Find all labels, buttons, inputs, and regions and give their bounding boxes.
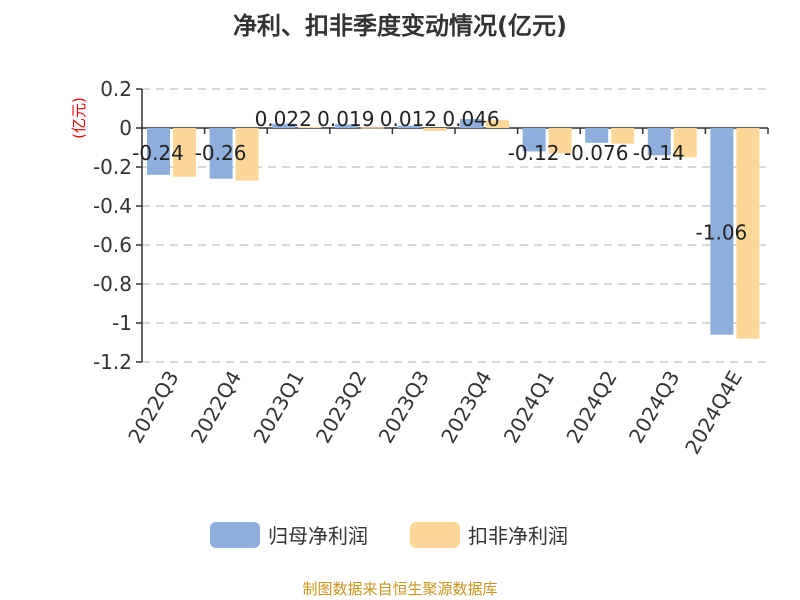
data-label: 0.022 (255, 107, 312, 131)
bar-deducted-profit (548, 128, 572, 154)
bar-deducted-profit (673, 128, 697, 158)
data-label: -0.24 (132, 141, 184, 165)
legend-label: 归母净利润 (268, 524, 368, 548)
data-label: 0.019 (317, 107, 374, 131)
bar-net-profit (272, 123, 296, 128)
legend-label: 扣非净利润 (468, 524, 568, 548)
bar-net-profit (460, 119, 483, 128)
legend-swatch (410, 522, 460, 548)
x-tick-label: 2023Q3 (374, 367, 434, 448)
x-tick-label: 2024Q2 (561, 367, 621, 448)
data-label: 0.012 (380, 107, 437, 131)
legend-swatch (210, 522, 260, 548)
bar-deducted-profit (611, 128, 635, 144)
bar-net-profit (397, 125, 421, 128)
bar-deducted-profit (235, 128, 259, 181)
data-label: -0.14 (633, 141, 685, 165)
x-tick-label: 2023Q4 (436, 367, 496, 448)
data-label: -0.076 (564, 141, 628, 165)
x-tick-label: 2023Q2 (311, 367, 371, 448)
x-tick-label: 2024Q4E (680, 367, 747, 459)
y-tick-label: -1.2 (93, 350, 132, 374)
x-tick-label: 2022Q3 (123, 367, 183, 448)
chart-title: 净利、扣非季度变动情况(亿元) (233, 12, 567, 40)
bar-net-profit (147, 128, 170, 175)
data-label: -0.26 (195, 141, 247, 165)
x-tick-label: 2024Q3 (624, 367, 684, 448)
bar-net-profit (334, 124, 358, 128)
source-note: 制图数据来自恒生聚源数据库 (302, 580, 498, 598)
y-tick-label: -1 (112, 311, 132, 335)
bar-net-profit (647, 128, 671, 156)
y-tick-label: -0.6 (93, 233, 132, 257)
bar-deducted-profit (298, 127, 322, 129)
y-tick-label: -0.8 (93, 272, 132, 296)
bar-net-profit (585, 128, 609, 143)
bar-net-profit (710, 128, 734, 335)
y-tick-label: 0 (119, 116, 132, 140)
bar-deducted-profit (486, 120, 509, 128)
x-tick-label: 2024Q1 (499, 367, 559, 448)
bar-deducted-profit (423, 128, 447, 131)
bar-net-profit (522, 128, 546, 152)
data-label: -0.12 (508, 141, 560, 165)
data-label: -1.06 (696, 220, 748, 244)
y-tick-label: 0.2 (100, 77, 132, 101)
data-label: 0.046 (442, 107, 499, 131)
x-tick-label: 2023Q1 (248, 367, 308, 448)
bar-deducted-profit (360, 127, 384, 129)
y-tick-label: -0.2 (93, 155, 132, 179)
x-tick-label: 2022Q4 (186, 367, 246, 448)
bar-deducted-profit (736, 128, 760, 339)
bar-deducted-profit (173, 128, 196, 177)
y-axis-label: (亿元) (70, 97, 88, 139)
y-tick-label: -0.4 (93, 194, 132, 218)
bar-net-profit (209, 128, 233, 179)
